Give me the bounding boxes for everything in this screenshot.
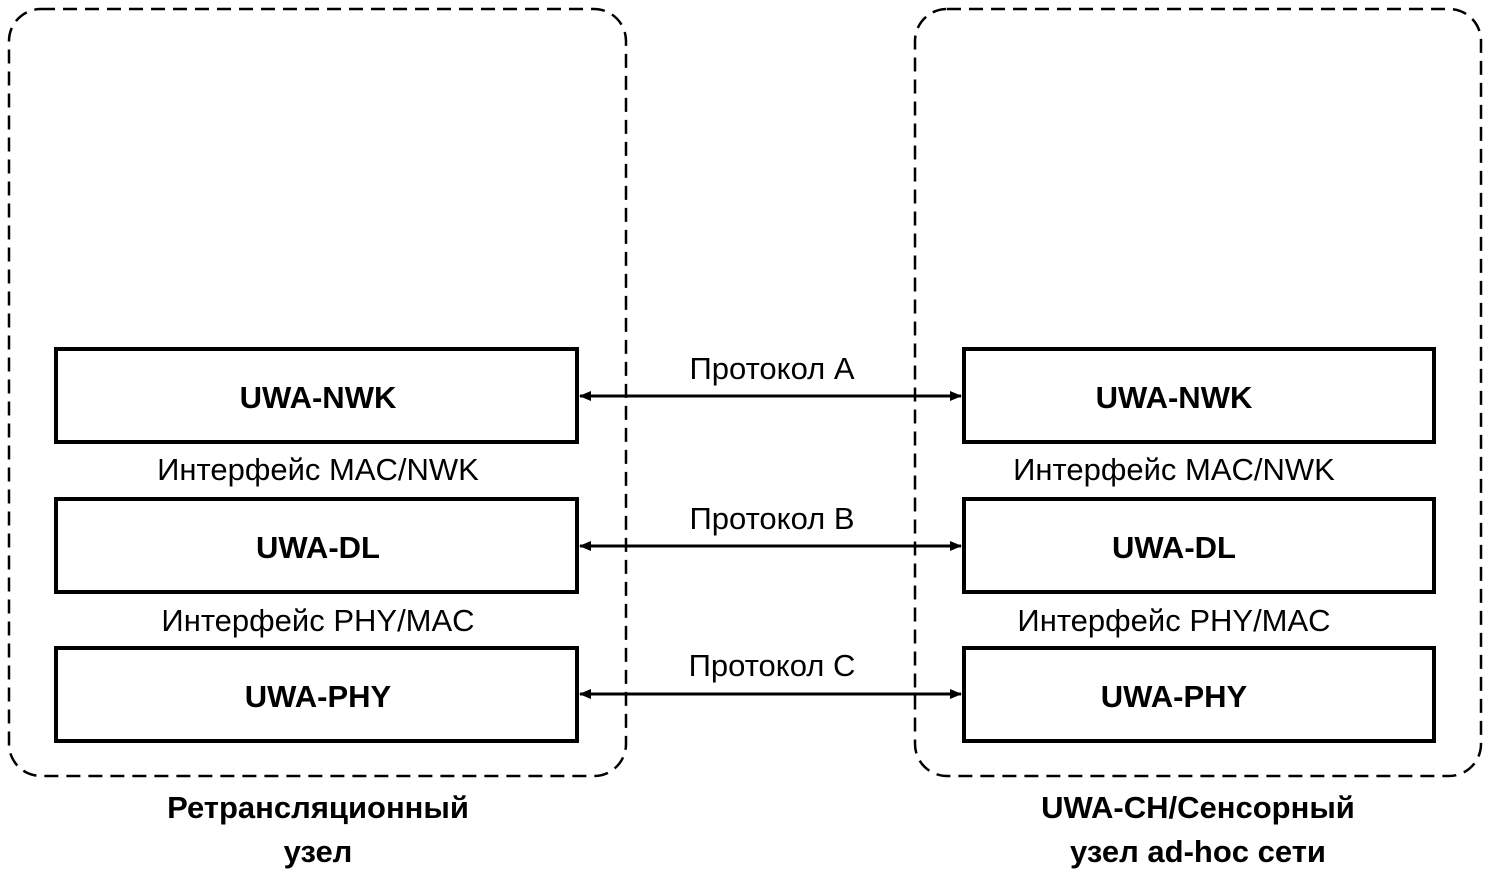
left-dl-label: UWA-DL	[256, 530, 380, 565]
left-dl-box	[54, 497, 579, 594]
left-node-caption-line1: Ретрансляционный	[167, 790, 469, 825]
right-dl-label: UWA-DL	[1112, 530, 1236, 565]
right-phy-box	[962, 646, 1436, 743]
right-nwk-box	[962, 347, 1436, 444]
left-mac-nwk-interface-label: Интерфейс MAC/NWK	[157, 452, 479, 487]
right-mac-nwk-interface-label: Интерфейс MAC/NWK	[1013, 452, 1335, 487]
protocol-c-label: Протокол C	[689, 648, 856, 683]
protocol-a-label: Протокол A	[689, 351, 854, 386]
left-phy-mac-interface-label: Интерфейс PHY/MAC	[161, 603, 474, 638]
left-phy-label: UWA-PHY	[245, 679, 392, 714]
right-node-caption-line2: узел ad-hoc сети	[1070, 834, 1326, 869]
right-phy-label: UWA-PHY	[1101, 679, 1248, 714]
protocol-b-label: Протокол B	[689, 501, 854, 536]
left-phy-box	[54, 646, 579, 743]
left-node-caption-line2: узел	[284, 834, 353, 869]
right-dl-box	[962, 497, 1436, 594]
right-nwk-label: UWA-NWK	[1096, 380, 1253, 415]
right-node-caption-line1: UWA-CH/Сенсорный	[1041, 790, 1355, 825]
left-nwk-box	[54, 347, 579, 444]
right-phy-mac-interface-label: Интерфейс PHY/MAC	[1017, 603, 1330, 638]
left-nwk-label: UWA-NWK	[240, 380, 397, 415]
